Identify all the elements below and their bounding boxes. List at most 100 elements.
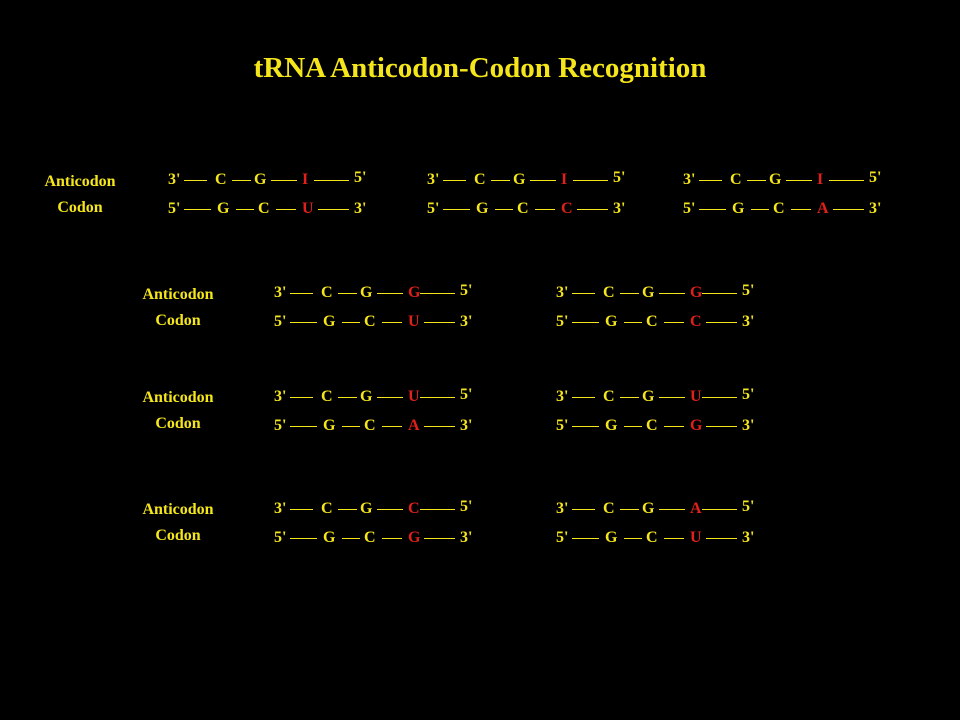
wobble-base: G <box>690 284 703 301</box>
bond-line <box>382 322 402 323</box>
row-label-1: Anticodon Codon <box>20 169 140 221</box>
anticodon-base: C <box>474 171 486 188</box>
codon-5prime-end: 5' <box>274 313 287 330</box>
wobble-base: I <box>561 171 568 188</box>
bond-line <box>572 426 599 427</box>
bond-line <box>184 180 207 181</box>
anticodon-base: G <box>642 388 655 405</box>
codon-label: Codon <box>155 415 201 432</box>
bond-line <box>706 538 737 539</box>
bond-line <box>342 322 360 323</box>
codon-5prime-end: 5' <box>274 529 287 546</box>
bond-line <box>702 509 737 510</box>
wobble-base: U <box>690 388 702 405</box>
codon-5prime-end: 5' <box>556 417 569 434</box>
codon-5prime-end: 5' <box>274 417 287 434</box>
bond-line <box>338 509 357 510</box>
wobble-base: I <box>817 171 824 188</box>
codon-base: G <box>732 200 745 217</box>
codon-3prime-end: 3' <box>742 529 755 546</box>
codon-5prime-end: 5' <box>427 200 440 217</box>
codon-base: C <box>773 200 785 217</box>
wobble-partner-base: A <box>408 417 420 434</box>
anticodon-3prime-end: 3' <box>274 284 287 301</box>
anticodon-base: G <box>769 171 782 188</box>
wobble-base: C <box>408 500 420 517</box>
bond-line <box>377 509 403 510</box>
bond-line <box>572 397 595 398</box>
bond-line <box>572 509 595 510</box>
anticodon-label: Anticodon <box>142 286 214 303</box>
bond-line <box>338 397 357 398</box>
bond-line <box>382 426 402 427</box>
anticodon-3prime-end: 3' <box>556 388 569 405</box>
codon-3prime-end: 3' <box>460 529 473 546</box>
bond-line <box>664 426 684 427</box>
anticodon-5prime-end: 5' <box>742 282 755 299</box>
anticodon-5prime-end: 5' <box>460 498 473 515</box>
codon-base: C <box>364 313 376 330</box>
bond-line <box>535 209 555 210</box>
bond-line <box>659 509 685 510</box>
bond-line <box>236 209 254 210</box>
codon-base: G <box>323 313 336 330</box>
codon-3prime-end: 3' <box>613 200 626 217</box>
bond-line <box>620 293 639 294</box>
row-label-3: Anticodon Codon <box>118 385 238 437</box>
codon-label: Codon <box>155 527 201 544</box>
anticodon-base: G <box>642 284 655 301</box>
codon-3prime-end: 3' <box>742 417 755 434</box>
bond-line <box>786 180 812 181</box>
bond-line <box>377 293 403 294</box>
bond-line <box>624 426 642 427</box>
bond-line <box>290 322 317 323</box>
codon-3prime-end: 3' <box>460 313 473 330</box>
wobble-base: I <box>302 171 309 188</box>
anticodon-base: G <box>642 500 655 517</box>
anticodon-base: C <box>321 284 333 301</box>
codon-base: G <box>476 200 489 217</box>
bond-line <box>664 322 684 323</box>
bond-line <box>624 322 642 323</box>
bond-line <box>290 538 317 539</box>
codon-label: Codon <box>57 199 103 216</box>
anticodon-5prime-end: 5' <box>742 386 755 403</box>
bond-line <box>290 426 317 427</box>
bond-line <box>751 209 769 210</box>
bond-line <box>791 209 811 210</box>
bond-line <box>699 180 722 181</box>
anticodon-base: C <box>603 500 615 517</box>
codon-3prime-end: 3' <box>460 417 473 434</box>
anticodon-base: G <box>513 171 526 188</box>
codon-base: G <box>605 313 618 330</box>
bond-line <box>342 538 360 539</box>
anticodon-base: G <box>360 284 373 301</box>
codon-5prime-end: 5' <box>556 313 569 330</box>
bond-line <box>573 180 608 181</box>
bond-line <box>664 538 684 539</box>
anticodon-3prime-end: 3' <box>427 171 440 188</box>
anticodon-3prime-end: 3' <box>683 171 696 188</box>
bond-line <box>495 209 513 210</box>
wobble-base: G <box>408 284 421 301</box>
codon-label: Codon <box>155 312 201 329</box>
anticodon-base: C <box>321 500 333 517</box>
bond-line <box>706 322 737 323</box>
bond-line <box>702 397 737 398</box>
bond-line <box>702 293 737 294</box>
bond-line <box>620 509 639 510</box>
anticodon-5prime-end: 5' <box>742 498 755 515</box>
bond-line <box>271 180 297 181</box>
anticodon-base: C <box>603 388 615 405</box>
codon-base: C <box>258 200 270 217</box>
anticodon-3prime-end: 3' <box>274 388 287 405</box>
bond-line <box>577 209 608 210</box>
wobble-partner-base: A <box>817 200 829 217</box>
bond-line <box>747 180 766 181</box>
anticodon-5prime-end: 5' <box>460 386 473 403</box>
bond-line <box>290 397 313 398</box>
